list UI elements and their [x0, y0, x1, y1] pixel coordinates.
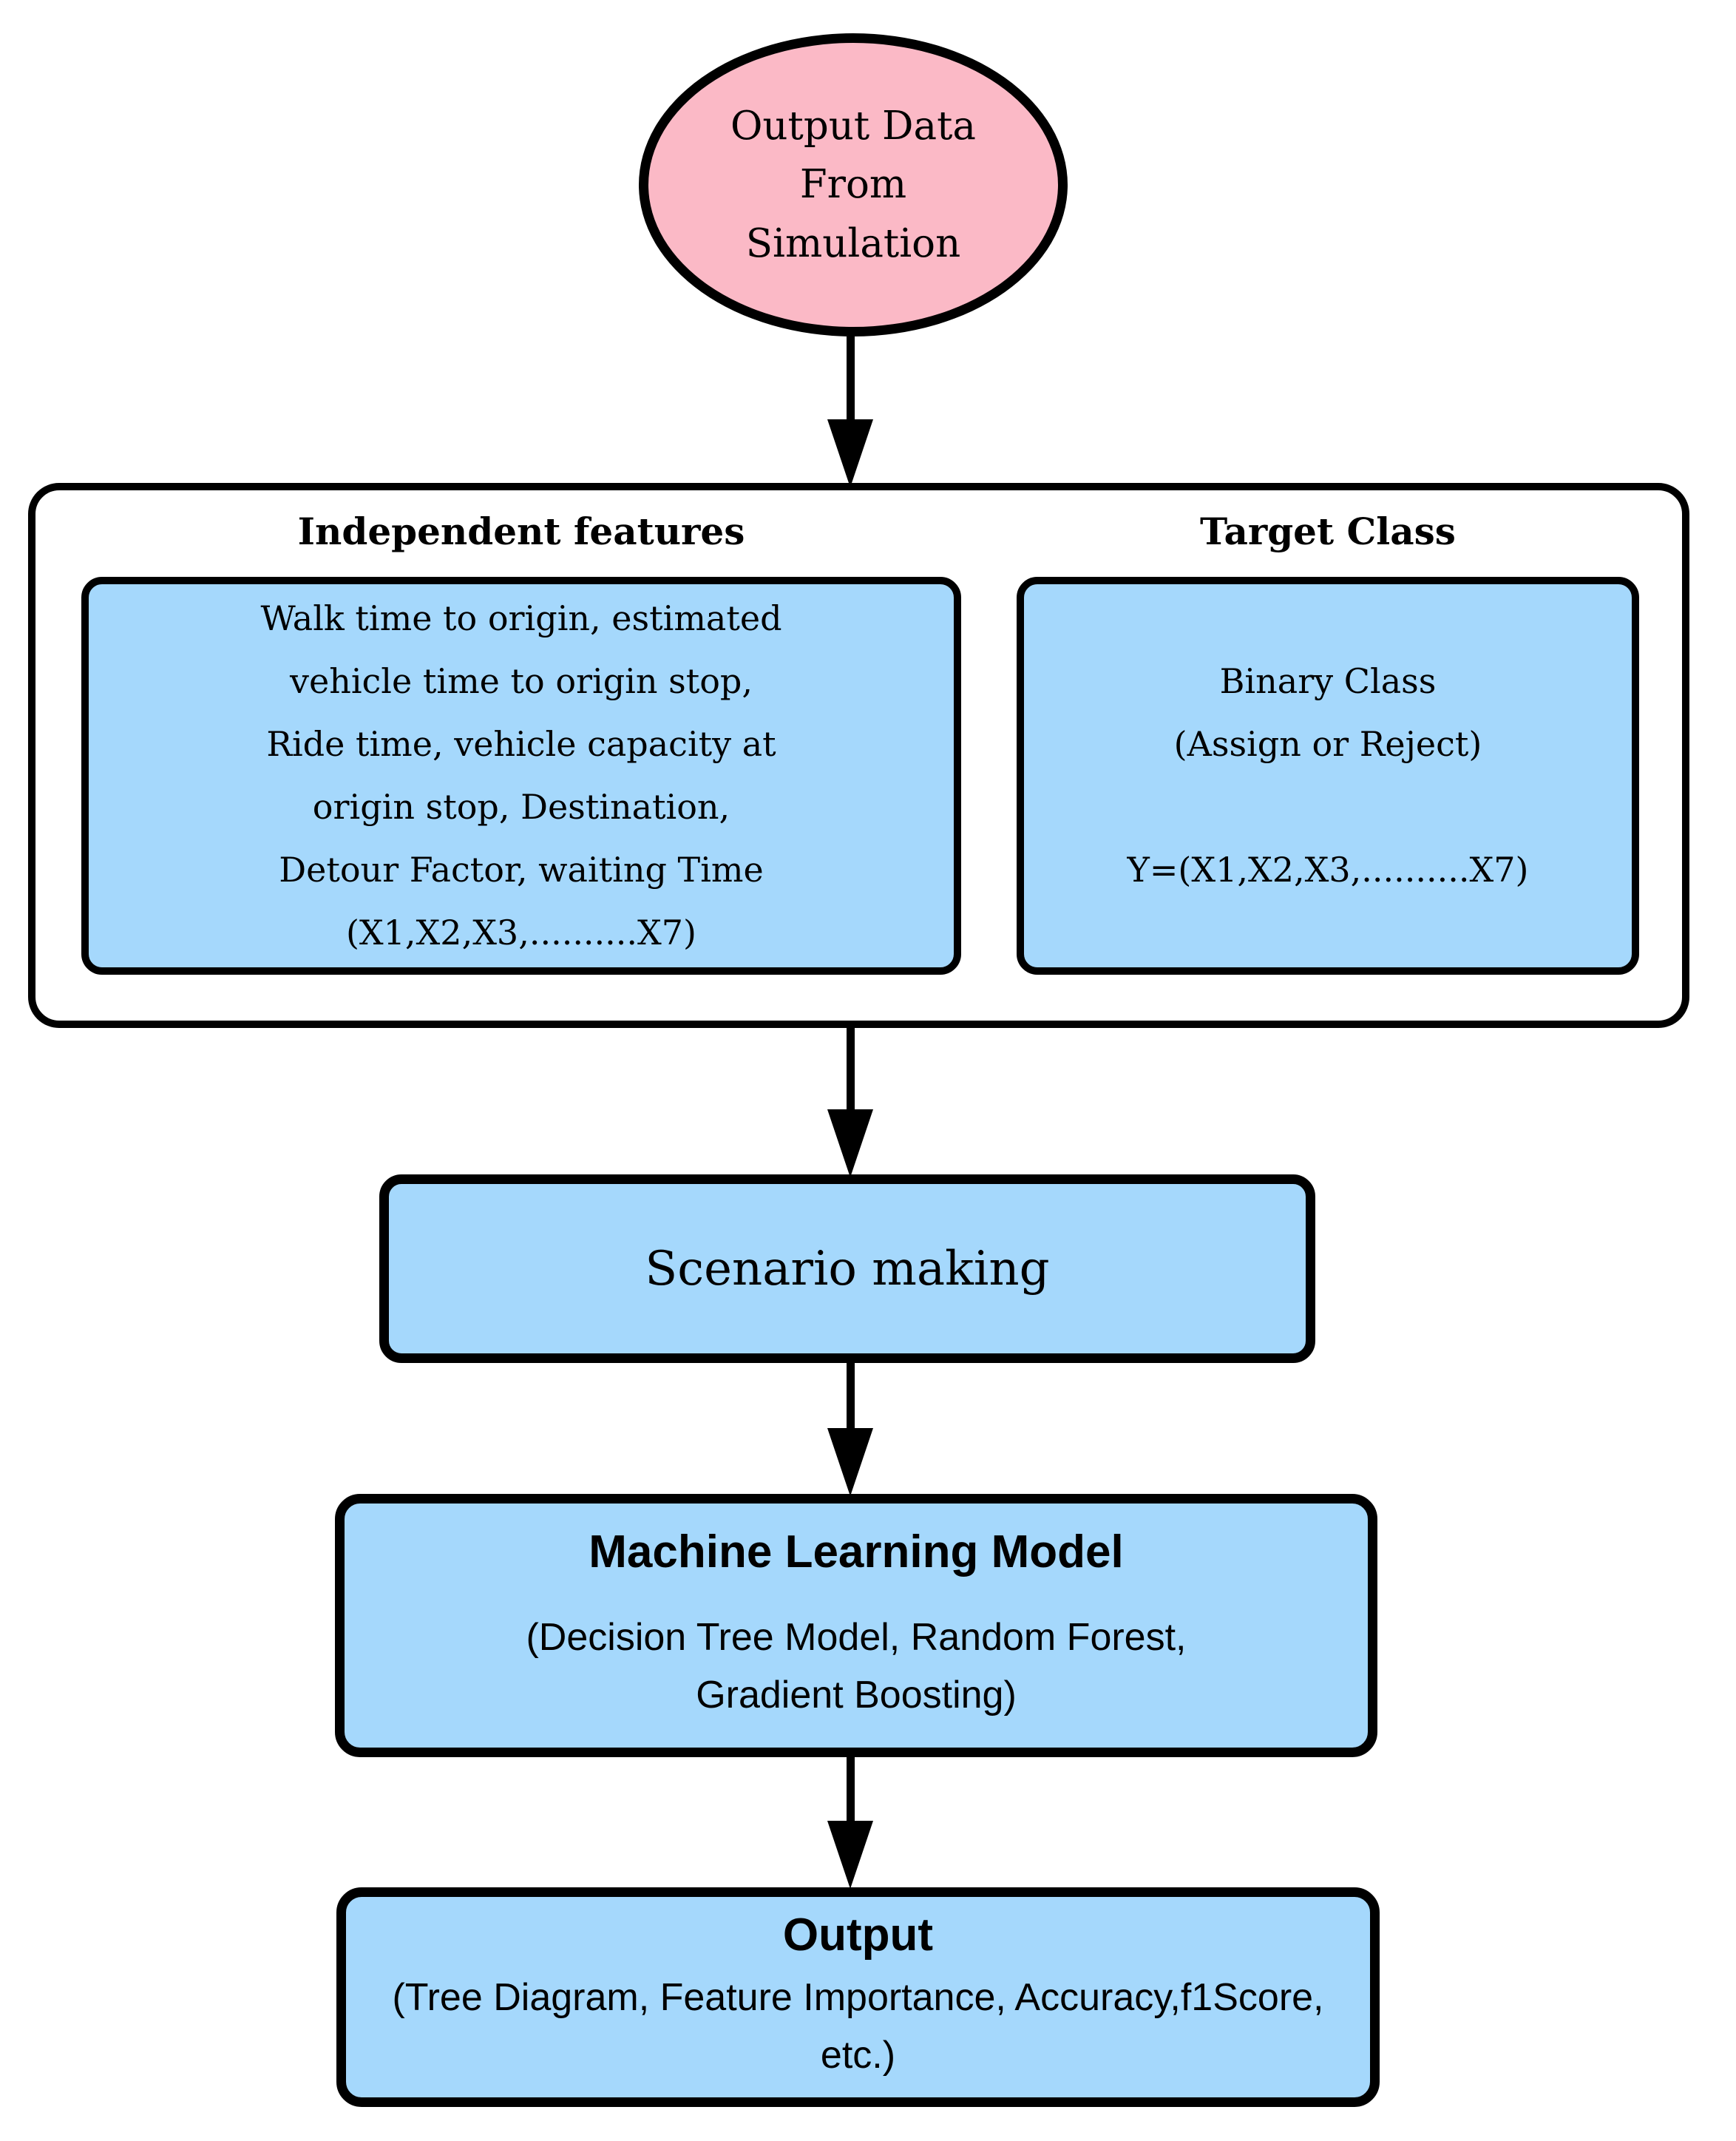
flow-arrow-4 — [827, 1757, 873, 1889]
scenario-making-box: Scenario making — [379, 1174, 1315, 1363]
arrowhead-down-icon — [827, 1428, 873, 1496]
independent-features-box: Walk time to origin, estimated vehicle t… — [81, 577, 961, 975]
arrow-stem — [846, 336, 855, 419]
arrowhead-down-icon — [827, 419, 873, 487]
arrowhead-down-icon — [827, 1821, 873, 1889]
features-target-panel: Independent features Target Class Walk t… — [28, 483, 1689, 1028]
target-class-box: Binary Class (Assign or Reject) Y=(X1,X2… — [1017, 577, 1639, 975]
target-class-title: Target Class — [1200, 510, 1456, 553]
start-ellipse-output-data-from-simulation: Output Data From Simulation — [639, 33, 1068, 336]
arrow-stem — [846, 1028, 855, 1109]
arrow-stem — [846, 1757, 855, 1821]
independent-features-title: Independent features — [297, 510, 745, 553]
arrowhead-down-icon — [827, 1109, 873, 1177]
machine-learning-model-title: Machine Learning Model — [589, 1526, 1124, 1577]
output-box: Output (Tree Diagram, Feature Importance… — [336, 1887, 1380, 2107]
flow-arrow-1 — [827, 336, 873, 487]
machine-learning-model-box: Machine Learning Model (Decision Tree Mo… — [335, 1494, 1377, 1757]
flow-arrow-3 — [827, 1363, 873, 1496]
machine-learning-model-subtitle: (Decision Tree Model, Random Forest, Gra… — [526, 1616, 1187, 1717]
output-title: Output — [782, 1910, 934, 1961]
output-subtitle: (Tree Diagram, Feature Importance, Accur… — [392, 1975, 1324, 2077]
flow-arrow-2 — [827, 1028, 873, 1177]
arrow-stem — [846, 1363, 855, 1428]
